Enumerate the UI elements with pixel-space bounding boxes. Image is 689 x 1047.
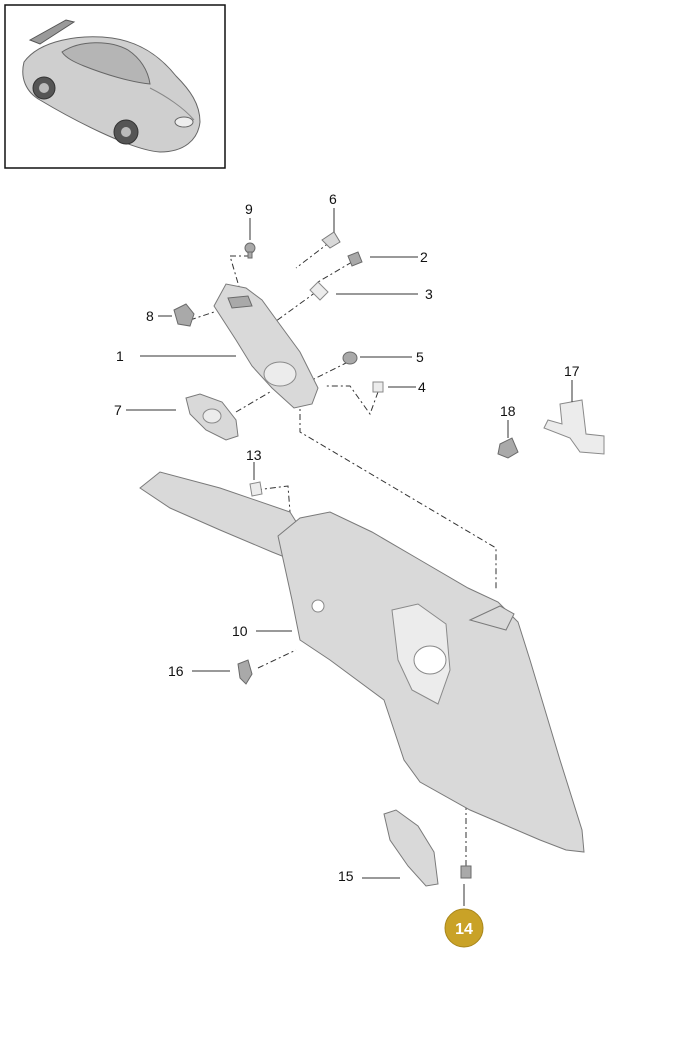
- part-13-clip: [249, 481, 263, 497]
- part-10-quarter-trim: [139, 471, 585, 853]
- callout-9: 9: [245, 201, 253, 217]
- callout-17: 17: [564, 363, 580, 379]
- part-1-trim-panel: [213, 283, 319, 409]
- part-8-clip: [173, 303, 195, 327]
- callout-16: 16: [168, 663, 184, 679]
- part-15-cover: [383, 809, 439, 887]
- part-2-clip: [347, 251, 363, 267]
- callout-1: 1: [116, 348, 124, 364]
- callout-10: 10: [232, 623, 248, 639]
- leader-lines: [126, 208, 573, 906]
- callout-7: 7: [114, 402, 122, 418]
- callout-14: 14: [455, 921, 473, 938]
- callout-4: 4: [418, 379, 426, 395]
- callout-13: 13: [246, 447, 262, 463]
- callout-labels: 1 2 3 4 5 6 7 8 9 10 13 15 16 17 18: [114, 191, 580, 884]
- part-14-clip: [460, 865, 472, 879]
- callout-18: 18: [500, 403, 516, 419]
- part-16-clip: [237, 659, 253, 685]
- callout-8: 8: [146, 308, 154, 324]
- part-6-fastener: [321, 231, 341, 249]
- part-7-cover: [185, 393, 239, 441]
- callout-2: 2: [420, 249, 428, 265]
- part-18-grommet: [497, 437, 519, 459]
- callout-6: 6: [329, 191, 337, 207]
- callout-14-badge[interactable]: 14: [444, 908, 484, 948]
- callout-5: 5: [416, 349, 424, 365]
- car-icon: [22, 19, 201, 153]
- part-9-screw: [244, 242, 256, 259]
- part-17-bracket: [543, 399, 605, 455]
- callout-3: 3: [425, 286, 433, 302]
- part-3-pad: [309, 281, 329, 301]
- car-thumbnail: [4, 4, 226, 169]
- callout-15: 15: [338, 868, 354, 884]
- part-4-nut: [372, 381, 384, 393]
- part-5-screw: [342, 351, 358, 365]
